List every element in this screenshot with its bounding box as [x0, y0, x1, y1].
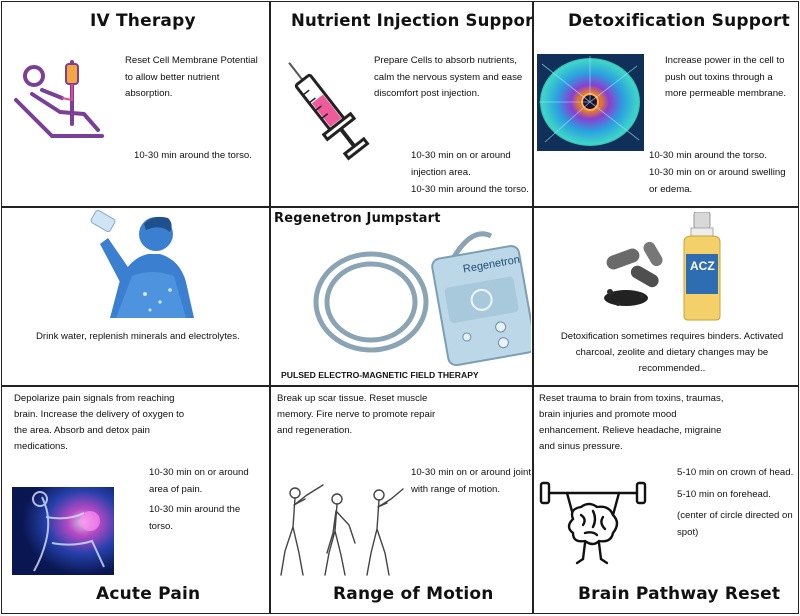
binders-description: Detoxification sometimes requires binder… [560, 331, 784, 374]
cell-binders: ACZ Detoxification sometimes requires bi… [534, 208, 798, 385]
range-of-motion-description: Break up scar tissue. Reset muscle memor… [277, 393, 436, 436]
iv-therapy-description: Reset Cell Membrane Potential to allow b… [125, 55, 258, 99]
cell-iv-therapy: IV Therapy Reset Cell Membrane Potential… [2, 2, 269, 206]
cell-brain-pathway-reset: Reset trauma to brain from toxins, traum… [534, 387, 798, 613]
divider [269, 2, 271, 613]
acute-pain-description: Depolarize pain signals from reaching br… [14, 393, 185, 452]
brain-lifting-barbell-icon [539, 481, 647, 565]
glowing-cell-image [537, 54, 644, 151]
iv-therapy-time: 10-30 min around the torso. [134, 150, 252, 161]
divider [2, 206, 798, 208]
cell-hydration: Drink water, replenish minerals and elec… [2, 208, 269, 385]
bottle-label: ACZ [690, 259, 715, 273]
charcoal-capsules-spray-bottle-image: ACZ [604, 212, 721, 321]
glowing-skeleton-pain-image [12, 487, 114, 575]
person-drinking-water-icon [90, 210, 194, 318]
cell-range-of-motion: Break up scar tissue. Reset muscle memor… [271, 387, 532, 613]
cell-regenetron: Regenetron Jumpstart Regenetron PULSED E… [271, 208, 532, 385]
nutrient-injection-time-2: 10-30 min around the torso. [411, 184, 529, 195]
cell-detoxification: Detoxification Support Inc [534, 2, 798, 206]
golfer-swing-sequence-image [280, 484, 404, 576]
iv-drip-patient-icon [14, 60, 104, 138]
range-of-motion-title: Range of Motion [333, 584, 494, 604]
divider [2, 385, 798, 387]
detoxification-title: Detoxification Support [568, 11, 790, 31]
brain-pathway-title: Brain Pathway Reset [578, 584, 781, 604]
brain-pathway-description: Reset trauma to brain from toxins, traum… [539, 393, 724, 452]
nutrient-injection-title: Nutrient Injection Support [291, 11, 532, 30]
detoxification-time-1: 10-30 min around the torso. [649, 150, 767, 161]
acute-pain-time-2: 10-30 min around the torso. [149, 504, 241, 532]
cell-acute-pain: Depolarize pain signals from reaching br… [2, 387, 269, 613]
divider [532, 2, 534, 613]
regenetron-caption: PULSED ELECTRO-MAGNETIC FIELD THERAPY [281, 370, 479, 380]
hydration-description: Drink water, replenish minerals and elec… [36, 331, 240, 342]
pemf-device-image: Regenetron [313, 231, 531, 367]
syringe-icon [288, 62, 370, 161]
cell-nutrient-injection: Nutrient Injection Support Prepare Cells… [271, 2, 532, 206]
range-of-motion-time: 10-30 min on or around joint with range … [411, 467, 531, 495]
nutrient-injection-description: Prepare Cells to absorb nutrients, calm … [374, 55, 523, 99]
detoxification-description: Increase power in the cell to push out t… [665, 55, 787, 99]
brain-pathway-note: (center of circle directed on spot) [677, 510, 793, 538]
brain-pathway-time-2: 5-10 min on forehead. [677, 489, 771, 500]
acute-pain-time-1: 10-30 min on or around area of pain. [149, 467, 249, 495]
acute-pain-title: Acute Pain [96, 584, 201, 604]
nutrient-injection-time-1: 10-30 min on or around injection area. [411, 150, 511, 178]
iv-therapy-title: IV Therapy [90, 11, 196, 31]
regenetron-title: Regenetron Jumpstart [274, 211, 441, 226]
brain-pathway-time-1: 5-10 min on crown of head. [677, 467, 794, 478]
detoxification-time-2: 10-30 min on or around swelling or edema… [649, 167, 786, 195]
